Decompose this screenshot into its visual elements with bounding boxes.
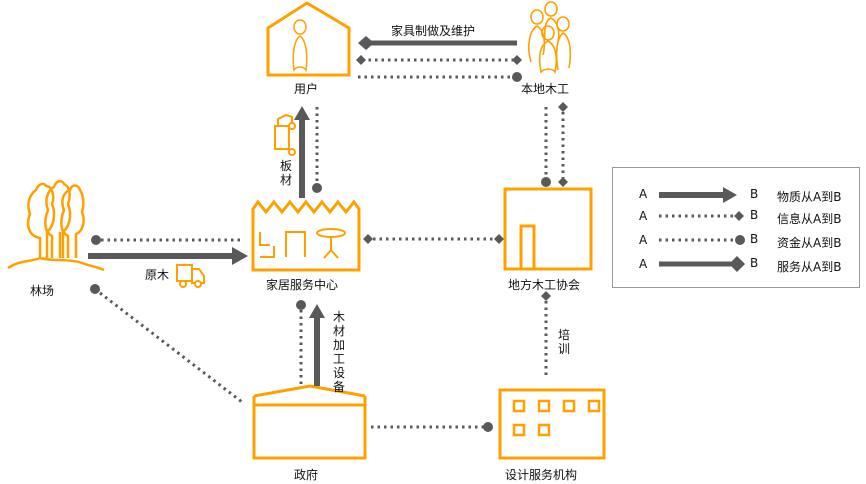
edge-equipment <box>309 304 325 386</box>
edge-funds-center-forest <box>91 235 244 245</box>
node-label-association: 地方木工协会 <box>508 278 581 292</box>
edge-label-boards: 板材 <box>279 159 292 187</box>
legend-b-label: B <box>750 256 759 270</box>
legend-item-information: 信息从A到B <box>777 212 842 226</box>
edge-raw-wood <box>88 247 248 265</box>
legend-symbols <box>659 187 745 272</box>
office-building-icon <box>498 388 606 460</box>
edge-funds-government-design <box>371 422 493 432</box>
legend-service-symbol <box>659 256 745 272</box>
edge-boards <box>294 106 310 198</box>
workshop-icon <box>503 187 593 271</box>
edge-funds-user-carpenters <box>358 72 522 82</box>
legend-b-label: B <box>750 187 759 201</box>
edge-training <box>541 291 551 377</box>
legend-a-label: A <box>639 257 648 271</box>
edge-funds-government-center <box>296 300 306 385</box>
legend-item-material: 物质从A到B <box>777 190 842 204</box>
government-building-icon <box>252 384 367 460</box>
edge-funds-government-forest <box>90 284 243 404</box>
house-person-icon <box>266 1 351 77</box>
legend-a-label: A <box>639 187 648 201</box>
edge-label-equipment: 木材加工设备 <box>332 310 345 394</box>
edge-label-raw-wood: 原木 <box>145 268 170 282</box>
edge-funds-center-user <box>312 107 322 193</box>
node-label-user: 用户 <box>294 82 319 96</box>
edge-funds-carpenters-association <box>541 107 551 187</box>
legend-item-service: 服务从A到B <box>777 260 842 274</box>
node-label-government: 政府 <box>294 468 319 482</box>
node-label-service-center: 家居服务中心 <box>266 278 339 292</box>
people-group-icon <box>528 1 572 74</box>
edge-label-training: 培训 <box>557 328 570 356</box>
truck-icon <box>274 113 296 156</box>
edge-info-carpenters-association <box>558 102 568 187</box>
edge-info-user-carpenters <box>356 55 522 65</box>
legend-b-label: B <box>750 208 759 222</box>
node-label-design-agency: 设计服务机构 <box>505 468 578 482</box>
node-label-forest: 林场 <box>30 284 55 298</box>
legend-a-label: A <box>639 209 648 223</box>
edge-label-furniture-service: 家具制做及维护 <box>391 24 476 38</box>
edge-furniture-service <box>358 36 517 50</box>
node-label-carpenters: 本地木工 <box>521 82 570 96</box>
trees-icon <box>7 180 105 272</box>
legend-funds-symbol <box>659 235 745 245</box>
edge-info-center-association <box>363 234 504 244</box>
legend-b-label: B <box>750 232 759 246</box>
truck-icon <box>176 264 205 288</box>
legend-material-symbol <box>659 187 737 203</box>
legend: A B 物质从A到B A B 信息从A到B A B 资金从A到B A B 服务从… <box>612 167 860 288</box>
legend-information-symbol <box>659 211 744 221</box>
legend-a-label: A <box>639 233 648 247</box>
factory-icon <box>251 199 361 272</box>
legend-item-funds: 资金从A到B <box>777 236 842 250</box>
